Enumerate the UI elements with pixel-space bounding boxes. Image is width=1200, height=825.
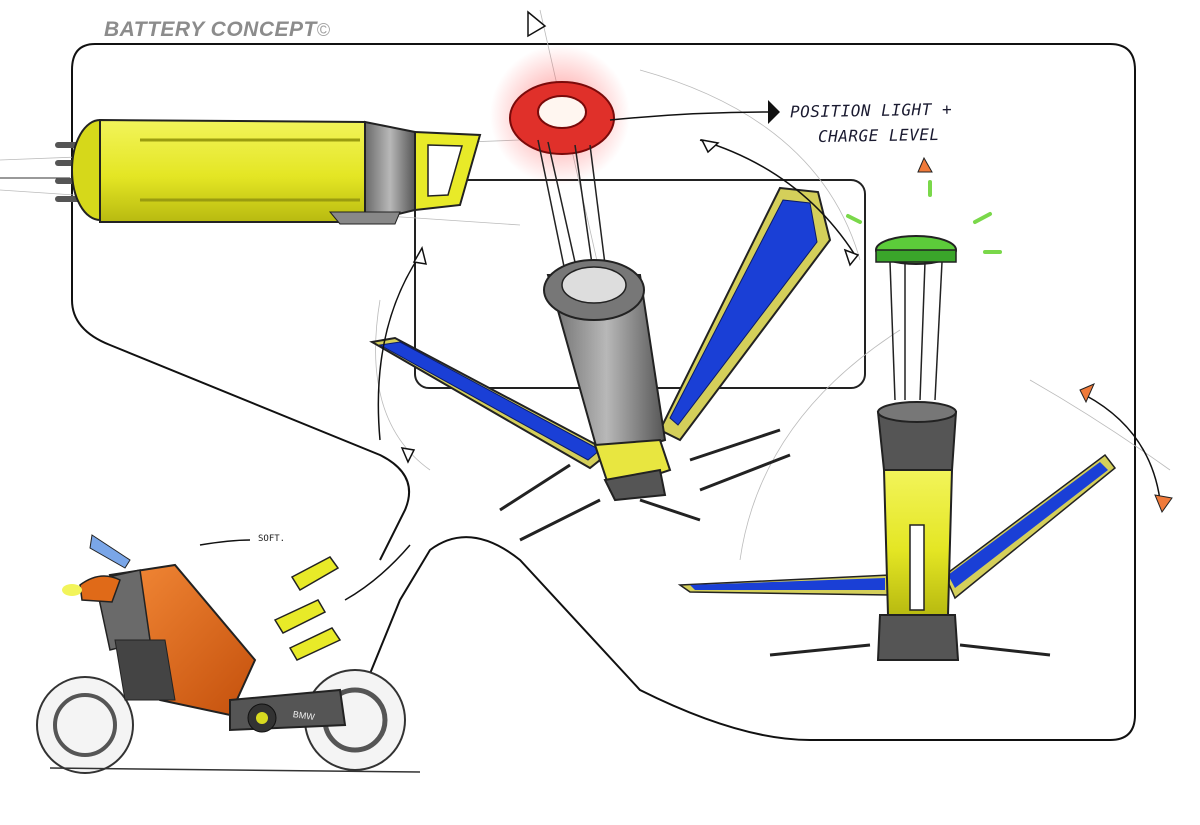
brand-mark: BMW: [292, 709, 316, 722]
mini-batteries: [273, 556, 342, 661]
frame-outline: [71, 43, 1136, 741]
lamp-with-solar-wings: [369, 186, 832, 542]
annotation-charge-level: CHARGE LEVEL: [817, 124, 940, 147]
red-position-light: [490, 45, 630, 185]
annotation-soft: SOFT.: [258, 534, 286, 544]
arrowheads: [400, 10, 1173, 514]
annotation-arrows: [199, 111, 1161, 601]
arrowhead-outline: [412, 246, 428, 265]
arrowhead-outline: [843, 248, 860, 267]
motorcycle-sketch: BMW: [36, 534, 421, 774]
annotation-position-light: POSITION LIGHT +: [789, 99, 953, 122]
arrowhead-dark: [768, 100, 780, 124]
arrowhead-orange: [1154, 494, 1173, 514]
arrowhead-outline: [400, 447, 416, 464]
green-charge-light-lamp: [677, 180, 1117, 661]
title-text: BATTERY CONCEPT: [104, 18, 317, 41]
arrowhead-orange: [1079, 383, 1095, 404]
sheet-title: BATTERY CONCEPT©: [104, 18, 331, 42]
battery-horizontal: [0, 118, 482, 225]
arrowhead-outline: [700, 138, 720, 154]
copyright-symbol: ©: [316, 20, 331, 40]
arrowhead-orange: [917, 156, 933, 173]
arrowhead-outline: [527, 10, 547, 38]
